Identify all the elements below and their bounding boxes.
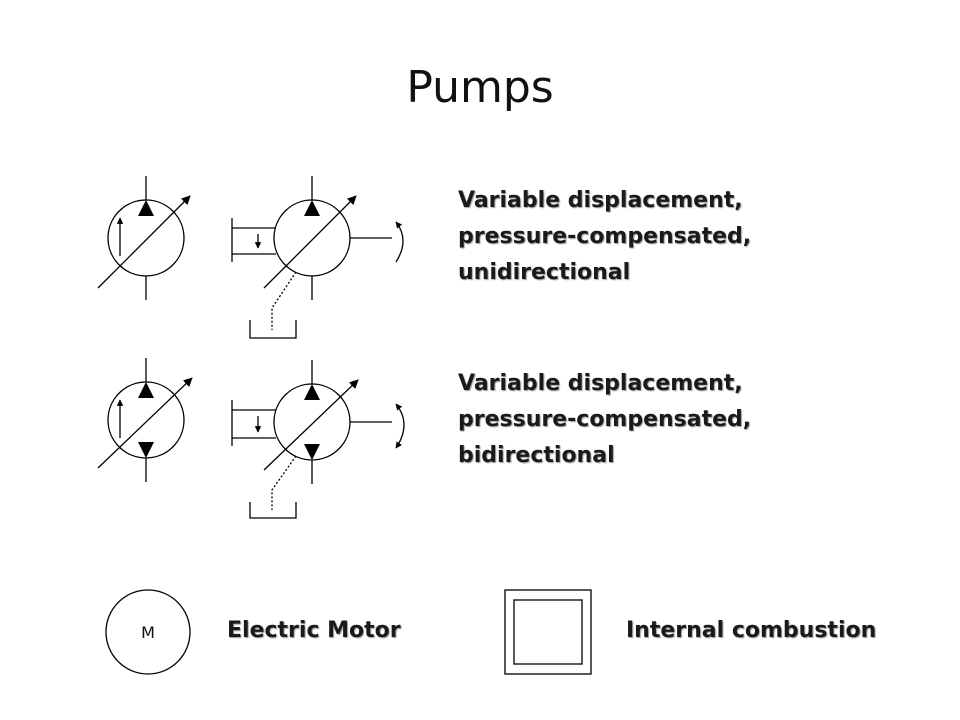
flow-direction-triangle-icon (138, 442, 154, 458)
flow-direction-triangle-icon (304, 384, 320, 400)
variable-arrow-icon (97, 377, 193, 469)
flow-direction-triangle-icon (138, 200, 154, 216)
flow-direction-triangle-icon (138, 382, 154, 398)
internal-combustion-label: Internal combustion (626, 618, 877, 643)
description-line: Variable displacement, (458, 371, 743, 396)
motor-letter: M (141, 623, 155, 642)
description-bidirectional: Variable displacement, pressure-compensa… (458, 366, 751, 474)
pump-symbol-bidirectional (97, 358, 193, 482)
description-unidirectional: Variable displacement, pressure-compensa… (458, 183, 751, 291)
description-line: pressure-compensated, (458, 224, 752, 249)
internal-combustion-symbol (504, 589, 592, 675)
description-line: pressure-compensated, (458, 407, 752, 432)
variable-arrow-icon (263, 195, 357, 289)
flow-direction-triangle-icon (304, 200, 320, 216)
description-line: Variable displacement, (458, 188, 743, 213)
pump-symbol-compensated-bidirectional (231, 360, 405, 519)
pump-symbol-compensated-unidirectional (231, 176, 404, 339)
description-line: unidirectional (458, 260, 631, 285)
variable-arrow-icon (263, 379, 359, 471)
variable-arrow-icon (97, 195, 191, 289)
electric-motor-symbol: M (105, 589, 191, 675)
description-line: bidirectional (458, 443, 615, 468)
pump-symbol-unidirectional (97, 176, 191, 300)
flow-direction-triangle-icon (304, 444, 320, 460)
electric-motor-label: Electric Motor (227, 618, 401, 643)
page-title: Pumps (406, 62, 554, 113)
